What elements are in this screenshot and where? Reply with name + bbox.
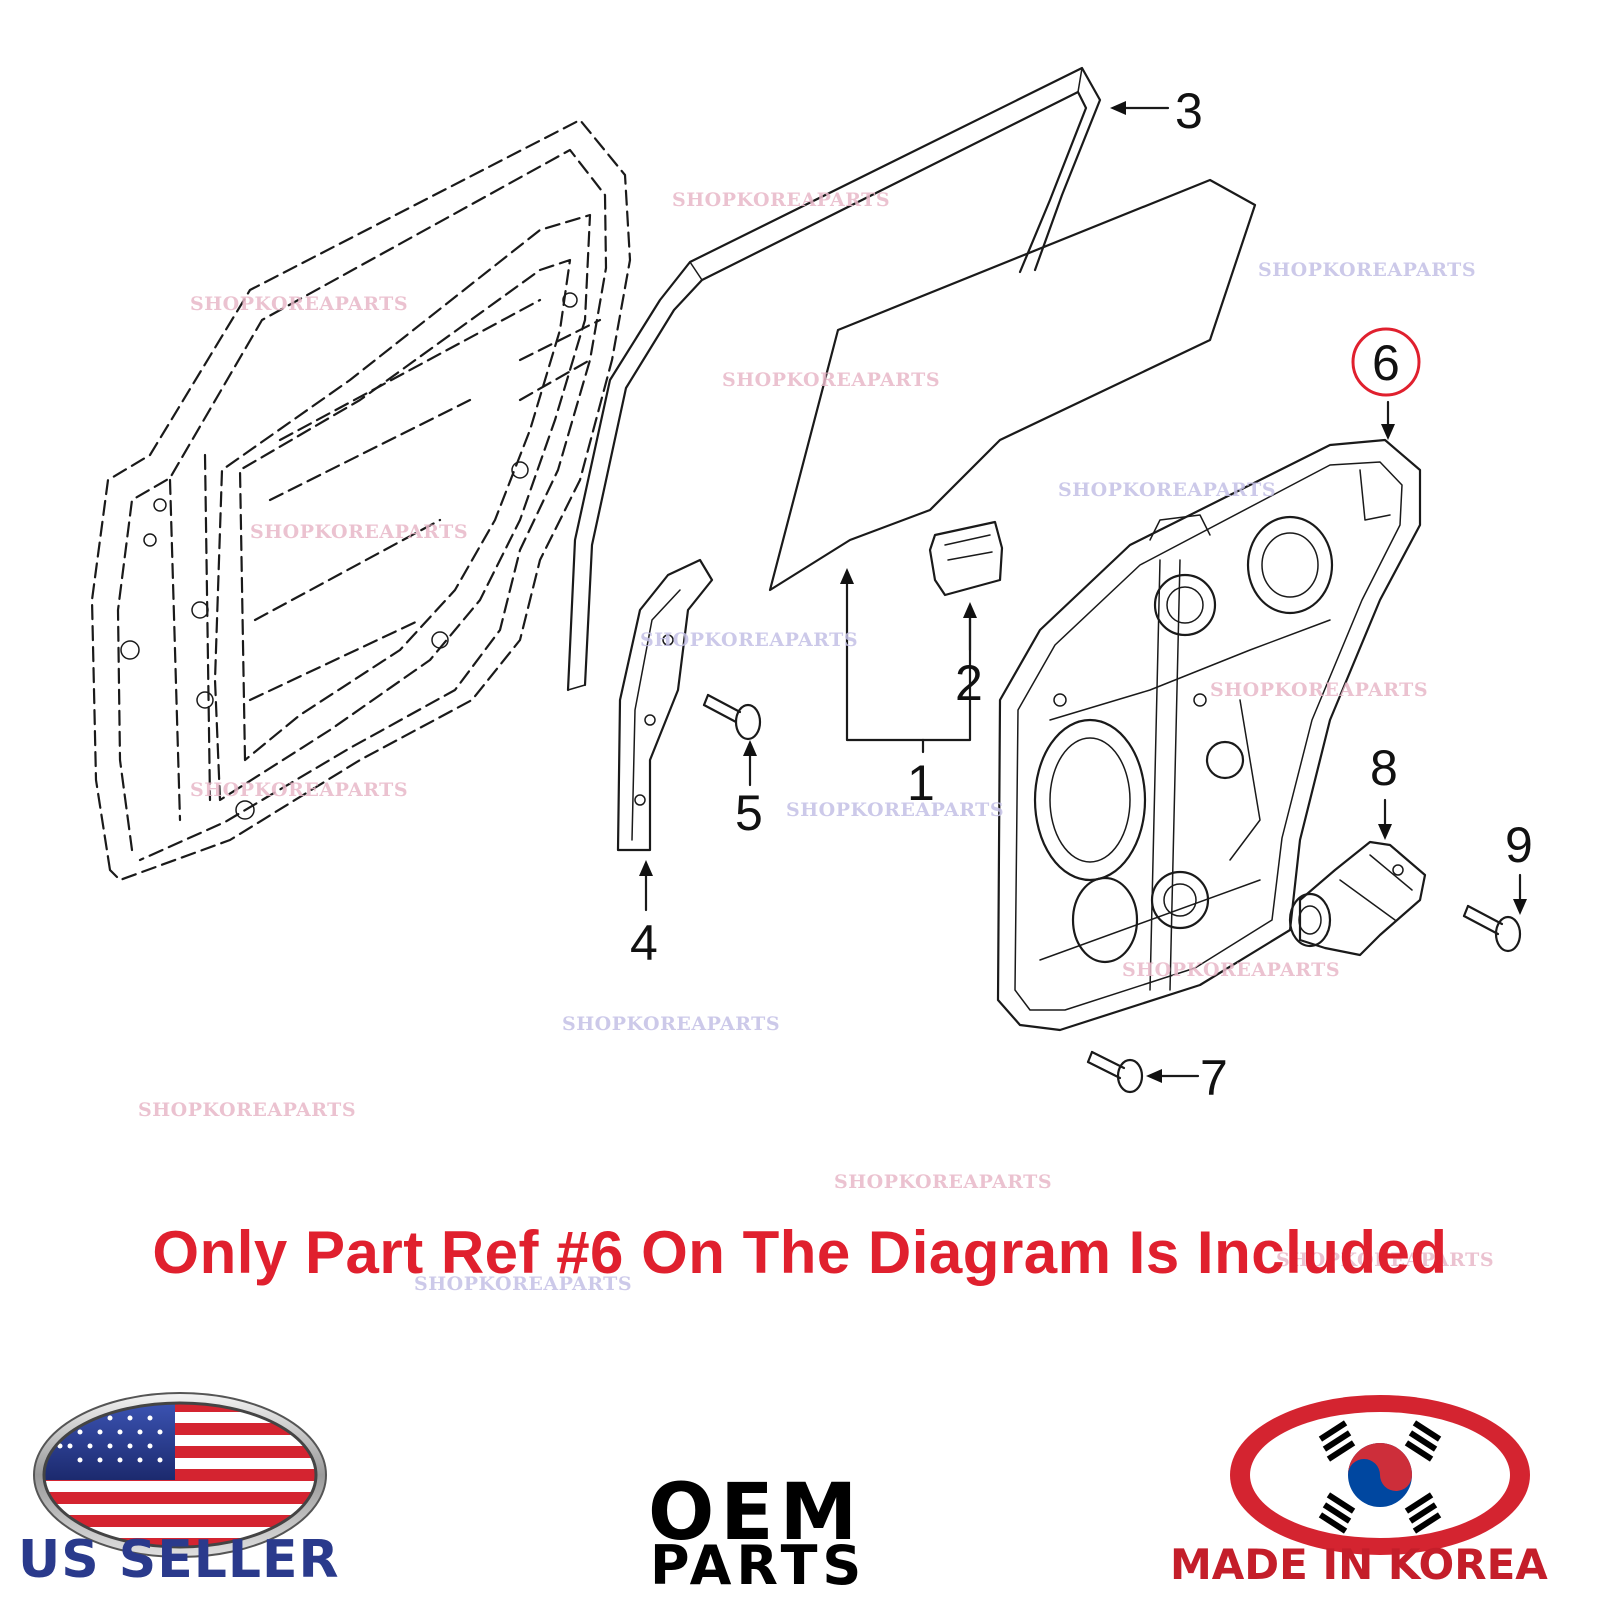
- callout-7: 7: [1200, 1050, 1228, 1106]
- watermark-text: SHOPKOREAPARTS: [190, 293, 408, 315]
- made-in-korea-label: MADE IN KOREA: [1170, 1540, 1548, 1589]
- watermark-text: SHOPKOREAPARTS: [190, 779, 408, 801]
- bolt-5-drawing: [702, 693, 762, 741]
- bolt-7-drawing: [1086, 1050, 1144, 1094]
- watermarks: SHOPKOREAPARTS SHOPKOREAPARTS SHOPKOREAP…: [138, 189, 1494, 1295]
- callout-6: 6: [1372, 335, 1400, 391]
- watermark-text: SHOPKOREAPARTS: [1276, 1249, 1494, 1271]
- watermark-text: SHOPKOREAPARTS: [1258, 259, 1476, 281]
- rear-channel-drawing: [616, 558, 714, 852]
- watermark-text: SHOPKOREAPARTS: [672, 189, 890, 211]
- watermark-text: SHOPKOREAPARTS: [1210, 679, 1428, 701]
- door-glass-drawing: [768, 178, 1257, 592]
- watermark-text: SHOPKOREAPARTS: [138, 1099, 356, 1121]
- us-seller-label: US SELLER: [18, 1530, 340, 1590]
- callout-2: 2: [955, 655, 983, 711]
- callout-leaders: [639, 101, 1527, 1083]
- callout-9: 9: [1505, 817, 1533, 873]
- motor-drawing: [1288, 840, 1427, 957]
- callout-1: 1: [907, 755, 935, 811]
- watermark-text: SHOPKOREAPARTS: [414, 1273, 632, 1295]
- watermark-text: SHOPKOREAPARTS: [786, 799, 1004, 821]
- callout-5: 5: [735, 785, 763, 841]
- watermark-text: SHOPKOREAPARTS: [250, 521, 468, 543]
- door-module-panel-drawing: [996, 438, 1422, 1032]
- korea-flag-badge: [1230, 1395, 1530, 1555]
- watermark-text: SHOPKOREAPARTS: [640, 629, 858, 651]
- door-shell-drawing: [90, 118, 632, 882]
- watermark-text: SHOPKOREAPARTS: [1058, 479, 1276, 501]
- watermark-text: SHOPKOREAPARTS: [1122, 959, 1340, 981]
- bolt-9-drawing: [1462, 904, 1522, 953]
- us-flag-badge: [33, 1392, 327, 1558]
- watermark-text: SHOPKOREAPARTS: [722, 369, 940, 391]
- parts-label: PARTS: [650, 1534, 867, 1597]
- watermark-text: SHOPKOREAPARTS: [562, 1013, 780, 1035]
- oem-label: OEM: [648, 1468, 864, 1558]
- run-channel-drawing: [566, 66, 1102, 692]
- callout-3: 3: [1175, 83, 1203, 139]
- callout-8: 8: [1370, 740, 1398, 796]
- glass-holder-drawing: [928, 520, 1004, 597]
- included-part-notice: Only Part Ref #6 On The Diagram Is Inclu…: [152, 1219, 1448, 1286]
- watermark-text: SHOPKOREAPARTS: [834, 1171, 1052, 1193]
- callout-4: 4: [630, 915, 658, 971]
